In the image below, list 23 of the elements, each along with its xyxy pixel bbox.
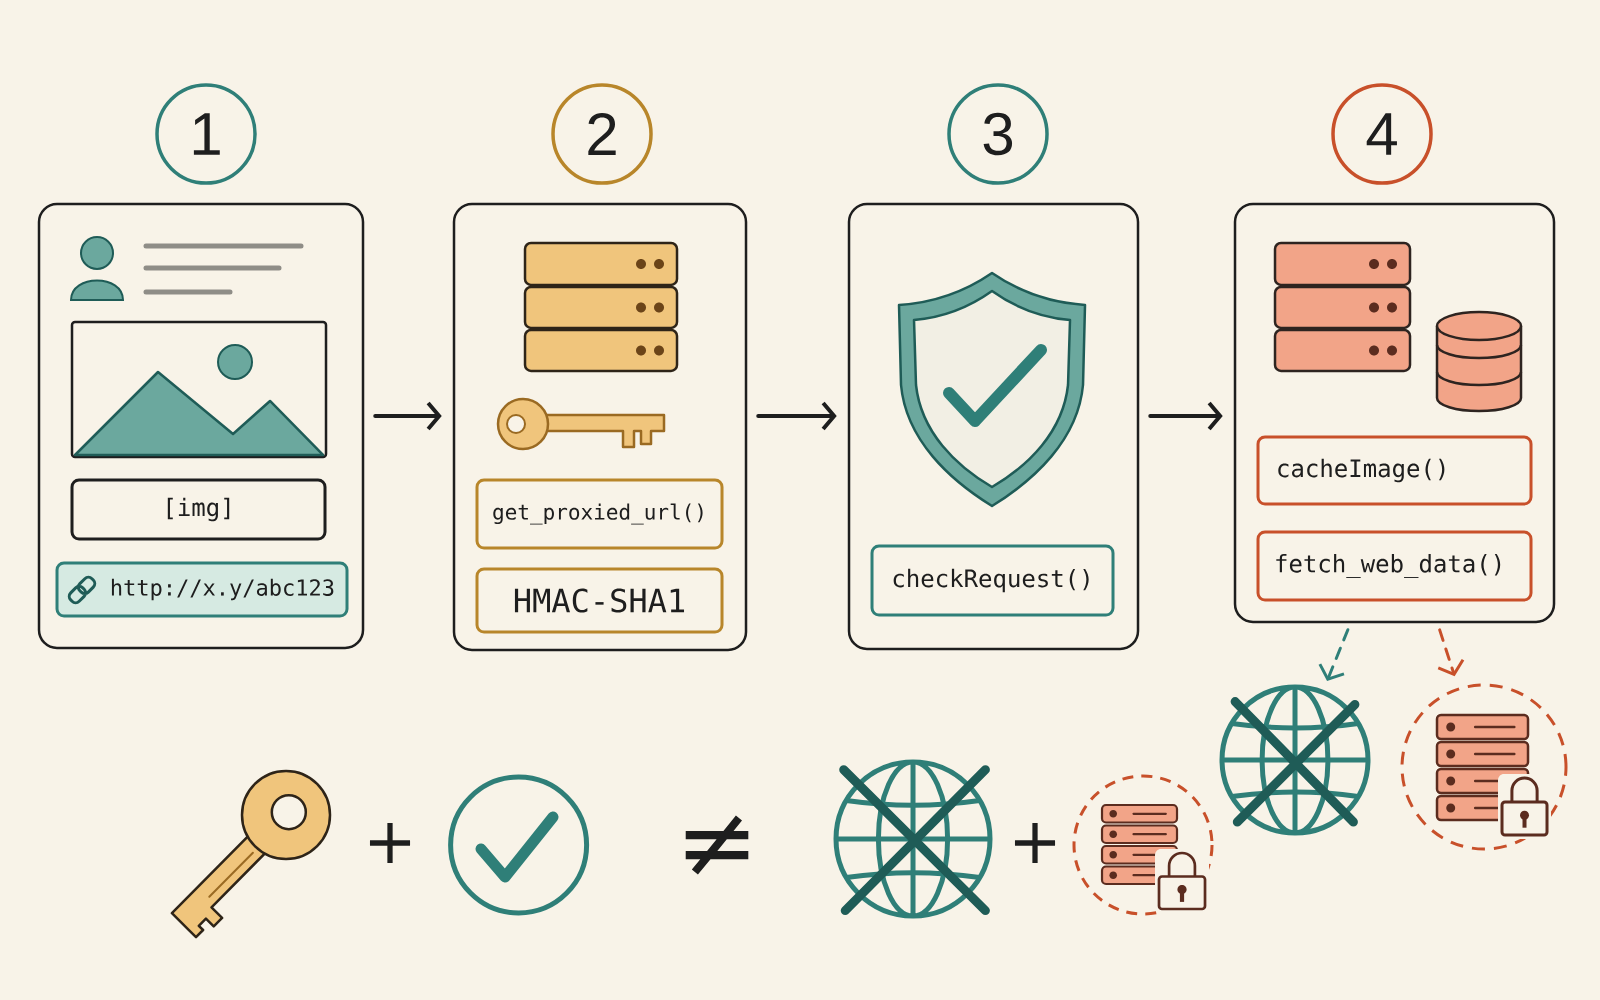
plus-sign: +	[369, 822, 411, 864]
code-box: fetch_web_data()	[1256, 530, 1533, 602]
arrow	[756, 401, 837, 431]
dashed-circle	[1400, 683, 1568, 851]
url-box: http://x.y/abc123	[55, 561, 349, 618]
code-box: HMAC-SHA1	[475, 567, 724, 634]
code-box: checkRequest()	[870, 544, 1115, 617]
panel	[37, 202, 365, 650]
arrow	[373, 401, 442, 431]
not-equal-sign: ≠	[685, 815, 749, 875]
code-box: cacheImage()	[1256, 435, 1533, 506]
step-number: 3	[947, 83, 1049, 185]
arrow	[1148, 401, 1223, 431]
panel	[1233, 202, 1556, 624]
panel	[452, 202, 748, 652]
step-number: 4	[1331, 83, 1433, 185]
code-box: get_proxied_url()	[475, 478, 724, 550]
placeholder-box: [img]	[70, 478, 327, 541]
step-number: 2	[551, 83, 653, 185]
crossed-globe-icon	[1219, 684, 1371, 836]
plus-sign: +	[1014, 822, 1056, 864]
step-number: 1	[155, 83, 257, 185]
panel	[847, 202, 1140, 651]
